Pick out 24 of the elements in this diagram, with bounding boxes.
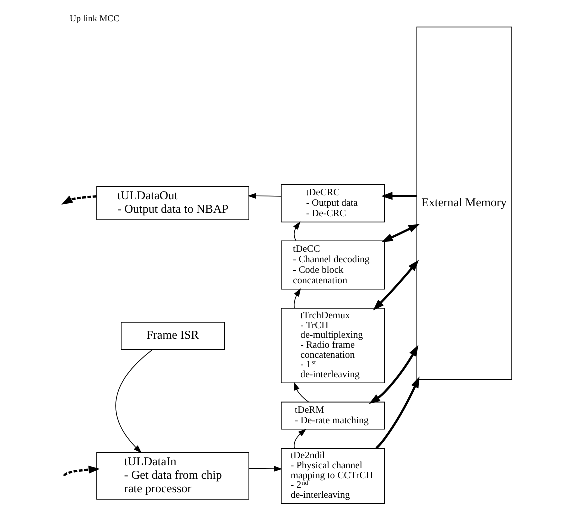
arrow	[248, 193, 282, 200]
arrow	[382, 224, 420, 242]
arrow	[369, 345, 419, 404]
node-box: Frame ISR	[121, 322, 225, 350]
arrow	[294, 428, 307, 449]
arrow	[373, 260, 420, 311]
diagram-title: Up link MCC	[70, 14, 120, 24]
node-box: tTrchDemux - TrCH de-multiplexing - Radio frame concatenation - 1$^{st}$ de-interleaving	[281, 308, 386, 384]
arrow	[62, 196, 97, 205]
arrow	[376, 376, 420, 450]
arrow	[294, 288, 302, 309]
node-box: tDe2ndil - Physical channel mapping to CCTrCH - 2$^{nd}$ de-interleaving	[281, 448, 386, 504]
arrow	[293, 222, 301, 242]
node-box: tULDataOut - Output data to NBAP	[96, 186, 250, 220]
arrow	[248, 466, 283, 472]
node-box: tDeRM - De-rate matching	[281, 402, 386, 430]
arrow	[64, 466, 100, 477]
node-box: tDeCC - Channel decoding - Code block concatenation	[281, 240, 386, 290]
node-box: tDeCRC - Output data - De-CRC	[281, 184, 386, 223]
node-box: External Memory	[416, 26, 512, 380]
arrow	[116, 349, 154, 454]
arrow	[294, 382, 310, 403]
node-box: tULDataIn - Get data from chip rate processor	[96, 452, 250, 500]
arrow	[381, 192, 417, 200]
